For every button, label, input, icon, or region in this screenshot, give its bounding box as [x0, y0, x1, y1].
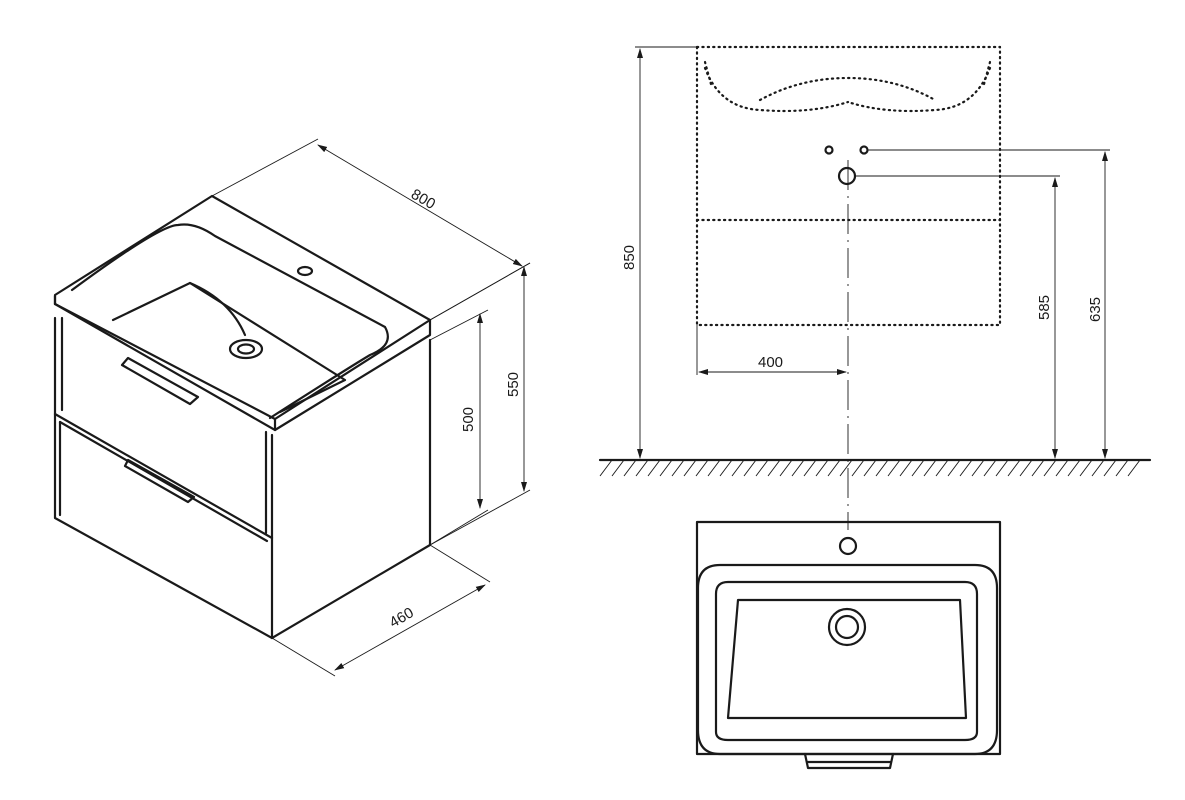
dim-460-label: 460 [387, 604, 417, 631]
dim-550-label: 550 [505, 372, 522, 397]
isometric-view: 800 550 500 460 [53, 138, 531, 677]
dim-585-label: 585 [1036, 295, 1053, 320]
top-view [695, 520, 1002, 770]
drain-inner [834, 614, 860, 640]
dim-400-label: 400 [758, 354, 783, 371]
waste-outlet [837, 166, 857, 186]
front-elevation: 850 400 585 635 [598, 45, 1152, 530]
dim-635-label: 635 [1087, 297, 1104, 322]
dim-800-label: 800 [408, 186, 438, 213]
floor-hatch [599, 459, 1141, 477]
dim-500-label: 500 [460, 407, 477, 432]
supply-hole-right [859, 145, 869, 155]
supply-hole-left [824, 145, 834, 155]
drain-outer [827, 607, 867, 647]
dim-850-label: 850 [621, 245, 638, 270]
tap-hole-top [838, 536, 858, 556]
